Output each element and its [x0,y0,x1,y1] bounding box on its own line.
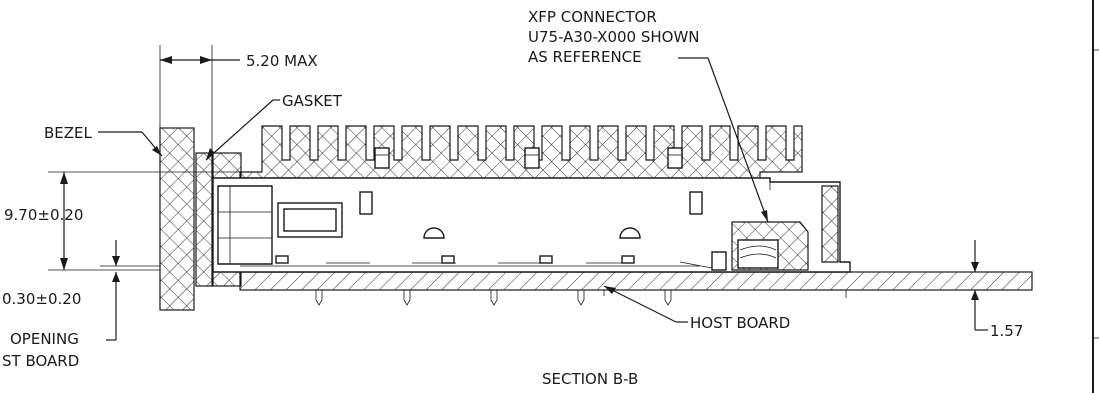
board-thickness-label: 1.57 [990,322,1023,340]
spring-contact [423,227,445,239]
module-window [359,191,373,215]
heat-sink-clip [374,147,390,169]
spring-contact [619,227,641,239]
bezel [159,127,195,311]
opening-label: OPENING [10,330,79,348]
gasket-label: GASKET [282,92,343,110]
heat-sink [239,125,803,191]
host-board-partial-label: ST BOARD [2,352,79,370]
bezel-label: BEZEL [44,124,93,142]
host-board [239,271,1033,291]
height-dimension-label: 9.70±0.20 [4,206,83,224]
max-dimension-label: 5.20 MAX [246,52,318,70]
bottom-contacts [240,255,713,269]
heat-sink-clip [667,147,683,169]
module-window [689,191,703,215]
host-board-label: HOST BOARD [690,314,790,332]
board-pins [315,290,847,306]
gap-dimension-label: 0.30±0.20 [2,290,81,308]
xfp-label-line1: XFP CONNECTOR [528,8,657,26]
heat-sink-clip [524,147,540,169]
cage-rear-wall [821,185,839,263]
xfp-label-line2: U75-A30-X000 SHOWN [528,28,700,46]
module-latch-front [217,185,273,265]
xfp-label-line3: AS REFERENCE [528,48,642,66]
gasket [195,152,213,287]
section-title: SECTION B-B [542,370,638,388]
